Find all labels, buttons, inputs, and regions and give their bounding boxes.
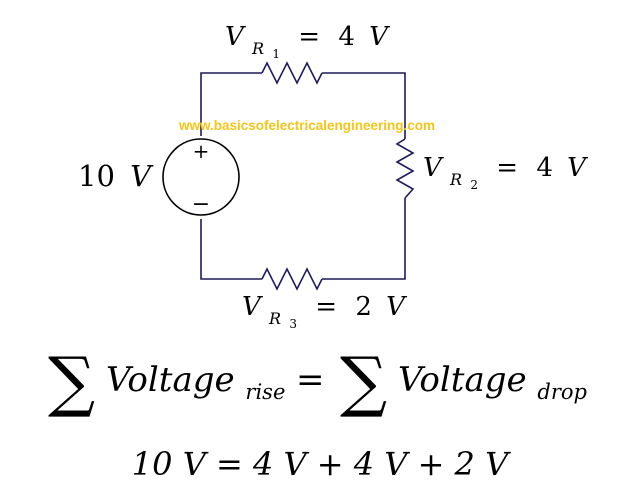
- kvl-rhs-word: Voltage: [398, 360, 527, 400]
- r3-eq: =: [315, 292, 337, 322]
- circuit-wires: [200, 72, 406, 280]
- r3-sub: R: [268, 309, 281, 328]
- r1-sub: R: [251, 39, 264, 58]
- kvl-lhs: Voltage rise: [106, 360, 285, 404]
- r3-subsub: 3: [289, 317, 297, 331]
- r3-value: 2: [355, 292, 372, 322]
- r2-unit: V: [567, 153, 588, 183]
- r1-symbol: V: [225, 22, 246, 52]
- wire-bottom-left: [200, 219, 262, 280]
- wire-top-right: [322, 72, 406, 139]
- rhs-summation-sign: ∑: [340, 343, 387, 420]
- kvl-lhs-word: Voltage: [106, 360, 235, 400]
- source-minus-sign: −: [192, 192, 210, 217]
- r3-symbol: V: [242, 292, 263, 322]
- r2-symbol: V: [423, 153, 444, 183]
- source-value: 10: [78, 159, 115, 193]
- kvl-rhs: Voltage drop: [398, 360, 587, 404]
- r3-unit: V: [386, 292, 407, 322]
- r1-value: 4: [338, 22, 355, 52]
- r1-eq: =: [298, 22, 320, 52]
- r2-subsub: 2: [470, 178, 478, 192]
- r1-subsub: 1: [272, 47, 280, 61]
- r2-sub: R: [449, 170, 462, 189]
- wire-right-bottom: [322, 198, 406, 280]
- voltage-source-circle: [162, 138, 240, 216]
- source-unit: V: [130, 159, 154, 193]
- resistor-r1: [261, 61, 323, 85]
- resistor-r2-label: V R 2 = 4 V: [423, 153, 588, 196]
- r1-unit: V: [369, 22, 390, 52]
- kvl-equals: =: [296, 360, 325, 400]
- lhs-summation-sign: ∑: [48, 343, 95, 420]
- resistor-r3: [261, 267, 323, 291]
- r2-eq: =: [496, 153, 518, 183]
- wire-top-left: [200, 72, 262, 136]
- resistor-r2: [395, 138, 415, 199]
- source-voltage-label: 10 V: [78, 159, 154, 193]
- numeric-equation: 10 V = 4 V + 4 V + 2 V: [132, 445, 511, 483]
- kvl-lhs-sub: rise: [245, 380, 285, 404]
- source-plus-sign: +: [193, 139, 210, 163]
- resistor-r1-label: V R 1 = 4 V: [225, 22, 390, 65]
- resistor-r3-label: V R 3 = 2 V: [242, 292, 407, 335]
- resistors: [261, 61, 415, 291]
- kvl-rhs-sub: drop: [537, 380, 587, 404]
- watermark-text: www.basicsofelectricalengineering.com: [178, 118, 435, 133]
- r2-value: 4: [536, 153, 553, 183]
